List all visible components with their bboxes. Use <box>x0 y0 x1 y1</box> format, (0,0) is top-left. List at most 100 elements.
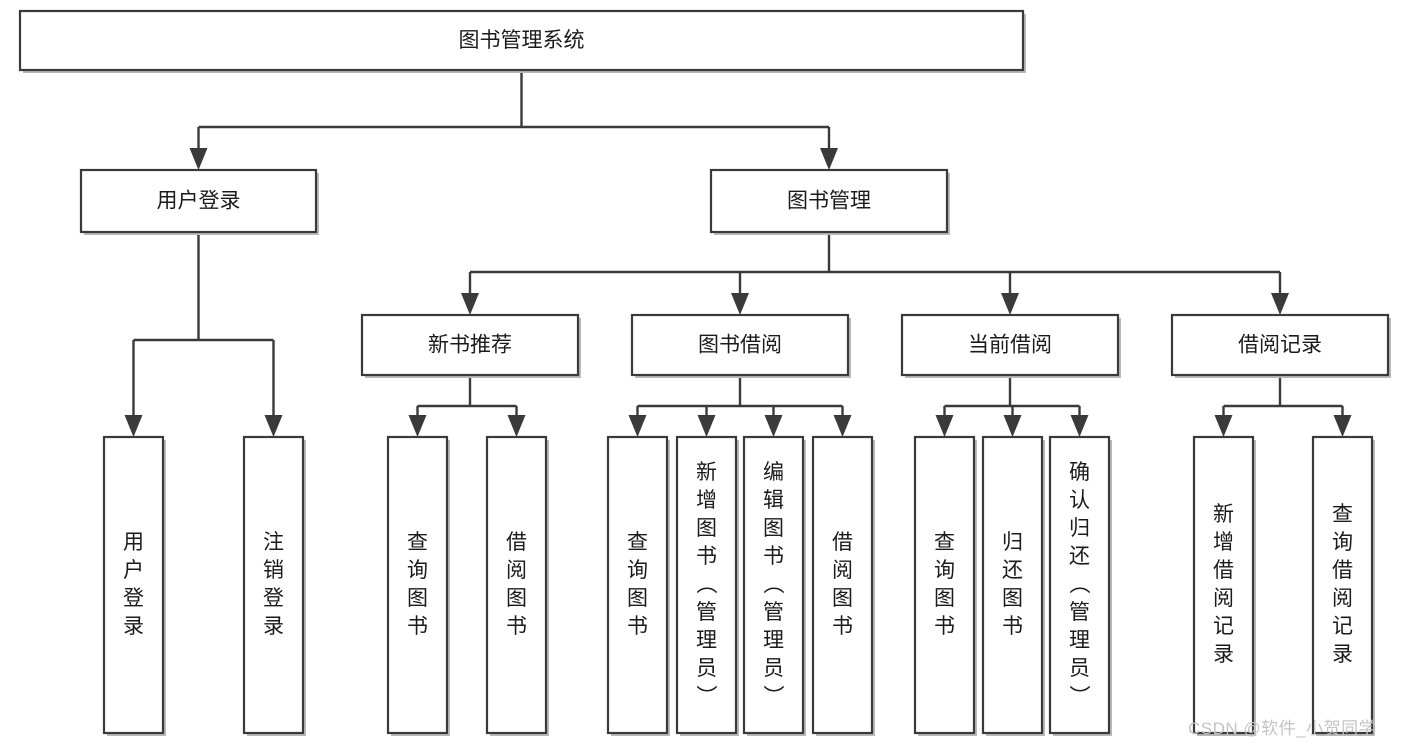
leaf-node-2-查询图书[interactable]: 查询图书 <box>386 435 450 736</box>
leaf-node-7-借阅图书[interactable]: 借阅图书 <box>811 435 875 736</box>
leaf-node-0-用户登录[interactable]: 用户登录 <box>102 435 166 736</box>
label-char: 归 <box>1002 531 1023 554</box>
label-char: 注 <box>263 531 284 554</box>
leaf-node-6-编辑图书管理员[interactable]: 编辑图书（管理员） <box>742 435 806 736</box>
leaf-node-5-新增图书管理员[interactable]: 新增图书（管理员） <box>675 435 739 736</box>
label-char: 登 <box>123 587 144 610</box>
leaf-node-9-归还图书[interactable]: 归还图书 <box>981 435 1045 736</box>
node-border <box>1192 435 1255 735</box>
label-char: 查 <box>1332 503 1353 526</box>
node-border <box>811 435 874 735</box>
arrow-head-icon <box>1070 415 1089 437</box>
label-char: （ <box>1069 573 1091 596</box>
label-char: （ <box>763 573 785 596</box>
arrow-head-icon <box>628 415 647 437</box>
level3-node-2-当前借阅[interactable]: 当前借阅 <box>900 313 1121 378</box>
label-char: 员 <box>1069 657 1090 680</box>
node-label: 新书推荐 <box>428 334 512 357</box>
root-node-0-图书管理系统[interactable]: 图书管理系统 <box>18 9 1026 73</box>
level3-node-0-新书推荐[interactable]: 新书推荐 <box>360 313 581 378</box>
node-label: 用户登录 <box>123 531 144 638</box>
leaf-node-4-查询图书[interactable]: 查询图书 <box>606 435 670 736</box>
arrow-head-icon <box>1001 293 1019 315</box>
node-label: 查询图书 <box>407 531 428 638</box>
label-char: 理 <box>696 629 717 652</box>
label-char: 借 <box>1332 559 1353 582</box>
label-char: 新 <box>1213 503 1234 526</box>
node-label: 借阅记录 <box>1238 334 1322 357</box>
leaf-node-12-查询借阅记录[interactable]: 查询借阅记录 <box>1311 435 1375 736</box>
node-label: 归还图书 <box>1002 531 1023 638</box>
node-border <box>675 435 738 735</box>
label-char: 图 <box>832 587 853 610</box>
label-char: 增 <box>1213 531 1234 554</box>
leaf-node-3-借阅图书[interactable]: 借阅图书 <box>485 435 549 736</box>
label-char: 图 <box>934 587 955 610</box>
node-border <box>606 435 669 735</box>
node-border <box>1048 435 1111 735</box>
node-label: 图书管理 <box>787 190 871 213</box>
label-char: 图 <box>763 517 784 540</box>
label-char: 确 <box>1069 461 1090 484</box>
node-border <box>1311 435 1374 735</box>
label-char: 还 <box>1002 559 1023 582</box>
label-char: 管 <box>696 601 717 624</box>
label-char: 书 <box>506 615 527 638</box>
arrow-head-icon <box>124 415 143 437</box>
label-char: ） <box>696 685 718 708</box>
label-char: 还 <box>1069 545 1090 568</box>
label-char: 阅 <box>1332 587 1353 610</box>
node-border <box>742 435 805 735</box>
arrow-head-icon <box>189 148 208 170</box>
node-label: 查询图书 <box>627 531 648 638</box>
arrow-head-icon <box>935 415 954 437</box>
node-border <box>913 435 976 735</box>
label-char: 录 <box>263 615 284 638</box>
label-char: 阅 <box>506 559 527 582</box>
node-label: 查询图书 <box>934 531 955 638</box>
node-label: 当前借阅 <box>968 334 1052 357</box>
arrow-head-icon <box>507 415 526 437</box>
node-label: 新增图书（管理员） <box>696 461 718 708</box>
arrow-head-icon <box>461 293 479 315</box>
level2-node-0-用户登录[interactable]: 用户登录 <box>79 168 319 235</box>
label-char: 阅 <box>832 559 853 582</box>
leaf-node-1-注销登录[interactable]: 注销登录 <box>242 435 306 736</box>
arrow-head-icon <box>1003 415 1022 437</box>
label-char: 书 <box>763 545 784 568</box>
node-label: 新增借阅记录 <box>1213 503 1234 666</box>
label-char: 询 <box>627 559 648 582</box>
label-char: 录 <box>1213 643 1234 666</box>
label-char: 辑 <box>763 489 784 512</box>
arrow-head-icon <box>833 415 852 437</box>
leaf-node-11-新增借阅记录[interactable]: 新增借阅记录 <box>1192 435 1256 736</box>
node-border <box>360 313 580 377</box>
level2-node-1-图书管理[interactable]: 图书管理 <box>709 168 950 235</box>
label-char: 户 <box>123 559 144 582</box>
label-char: 书 <box>934 615 955 638</box>
level3-node-3-借阅记录[interactable]: 借阅记录 <box>1170 313 1391 378</box>
leaf-node-8-查询图书[interactable]: 查询图书 <box>913 435 977 736</box>
node-border <box>102 435 165 735</box>
level3-node-1-图书借阅[interactable]: 图书借阅 <box>630 313 851 378</box>
label-char: 归 <box>1069 517 1090 540</box>
label-char: 询 <box>407 559 428 582</box>
label-char: 理 <box>1069 629 1090 652</box>
node-border <box>709 168 949 234</box>
arrow-head-icon <box>820 148 838 170</box>
label-char: 图 <box>506 587 527 610</box>
node-border <box>630 313 850 377</box>
label-char: 编 <box>763 461 784 484</box>
label-char: 借 <box>832 531 853 554</box>
label-char: 书 <box>1002 615 1023 638</box>
node-label: 图书管理系统 <box>459 29 585 52</box>
arrow-head-icon <box>1271 293 1289 315</box>
label-char: 查 <box>407 531 428 554</box>
label-char: ） <box>1069 685 1091 708</box>
leaf-node-10-确认归还管理员[interactable]: 确认归还（管理员） <box>1048 435 1112 736</box>
node-border <box>242 435 305 735</box>
label-char: 录 <box>1332 643 1353 666</box>
label-char: 图 <box>627 587 648 610</box>
label-char: 理 <box>763 629 784 652</box>
